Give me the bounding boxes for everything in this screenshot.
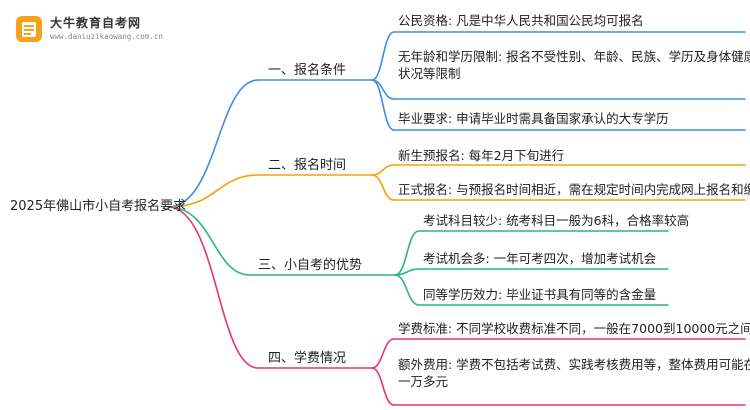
branch-2-label: 二、报名时间 [268,158,347,173]
branch-4-leaf-1: 学费标准: 不同学校收费标准不同，一般在7000到10000元之间 [398,321,750,336]
branch-1-leaf-3-connector [371,79,395,131]
branch-4-leaf-2-connector [371,367,395,406]
logo-title: 大牛教育自考网 [50,16,142,30]
branch-3-connector [167,206,251,276]
branch-1-leaf-1-connector [371,31,395,81]
branch-4-leaf-1-connector [371,338,395,369]
branch-3-leaf-3-connector [394,274,420,306]
brand-logo: 大牛教育自考网 www.daniuzikaowang.com.cn [16,14,216,48]
branch-2-leaf-2: 正式报名: 与预报名时间相近，需在规定时间内完成网上报名和缴费 [398,182,750,197]
branch-2-leaf-1-connector [371,164,395,176]
logo-url: www.daniuzikaowang.com.cn [50,32,163,41]
root-topic: 2025年佛山市小自考报名要求 [10,199,187,214]
branch-1-connector [167,79,259,208]
branch-3-label: 三、小自考的优势 [258,258,363,273]
branch-4-leaf-2: 额外费用: 学费不包括考试费、实践考核费用等，整体费用可能在一万多元 [398,357,750,389]
branch-2-leaf-2-connector [371,174,395,201]
branch-1-leaf-2: 无年龄和学历限制: 报名不受性别、年龄、民族、学历及身体健康状况等限制 [398,49,750,81]
branch-3-leaf-1: 考试科目较少: 统考科目一般为6科，合格率较高 [423,213,690,228]
branch-4-label: 四、学费情况 [268,351,347,366]
branch-3-leaf-1-connector [394,230,420,276]
branch-3-leaf-3: 同等学历效力: 毕业证书具有同等的含金量 [423,287,657,302]
branch-1-label: 一、报名条件 [268,63,347,78]
branch-2-leaf-1: 新生预报名: 每年2月下旬进行 [398,148,565,163]
branch-1-leaf-3: 毕业要求: 申请毕业时需具备国家承认的大专学历 [398,111,669,126]
branch-3-leaf-2: 考试机会多: 一年可考四次，增加考试机会 [423,251,657,266]
branch-2-connector [167,174,259,208]
book-icon [16,16,42,42]
branch-3-leaf-2-connector [394,268,420,276]
branch-4-connector [167,206,259,369]
branch-1-leaf-1: 公民资格: 凡是中华人民共和国公民均可报名 [398,13,644,28]
